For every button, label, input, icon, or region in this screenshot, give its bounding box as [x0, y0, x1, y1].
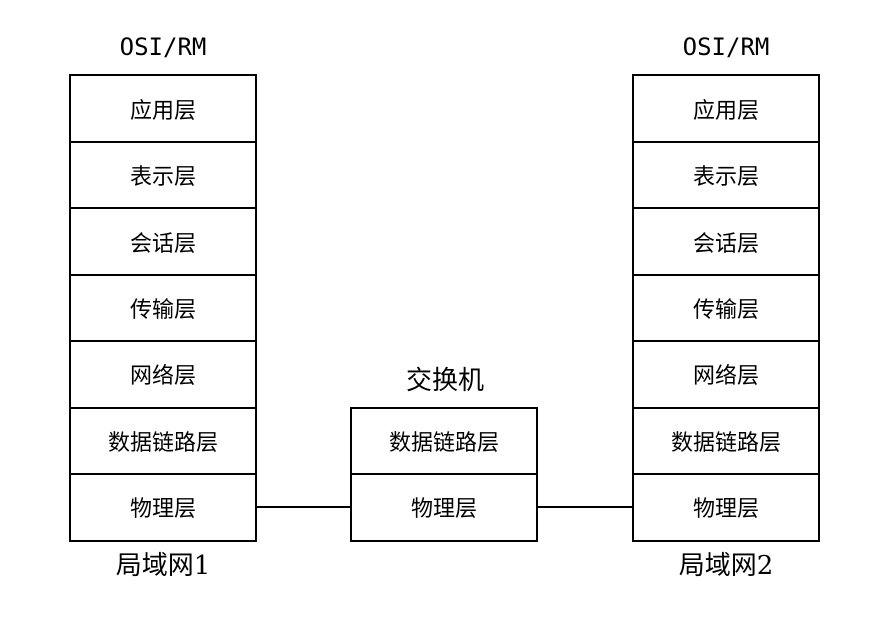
link-switch-to-right	[538, 506, 632, 508]
right-layer-application: 应用层	[692, 98, 759, 124]
left-layer-physical: 物理层	[71, 472, 255, 539]
left-stack-caption: 局域网1	[115, 551, 211, 581]
link-left-to-switch	[257, 506, 350, 508]
left-layer-presentation: 表示层	[71, 141, 255, 207]
right-layer-presentation: 表示层	[634, 141, 818, 207]
right-layer-datalink: 数据链路层	[634, 406, 818, 473]
right-stack-caption: 局域网2	[678, 551, 774, 581]
left-layer-application: 应用层	[129, 98, 196, 124]
right-stack-title: OSI/RM	[682, 33, 770, 61]
left-osi-stack: 应用层 表示层 会话层 传输层 网络层 数据链路层 物理层	[69, 74, 257, 542]
left-layer-session: 会话层	[71, 207, 255, 273]
right-layer-session: 会话层	[634, 207, 818, 273]
right-layer-physical: 物理层	[634, 472, 818, 539]
switch-stack: 数据链路层 物理层	[350, 407, 538, 542]
switch-title: 交换机	[405, 366, 484, 396]
left-layer-network: 网络层	[71, 340, 255, 406]
right-layer-transport: 传输层	[634, 273, 818, 340]
left-layer-datalink: 数据链路层	[71, 406, 255, 473]
left-stack-title: OSI/RM	[119, 33, 207, 61]
right-osi-stack: 应用层 表示层 会话层 传输层 网络层 数据链路层 物理层	[632, 74, 820, 542]
right-layer-network: 网络层	[634, 340, 818, 406]
switch-layer-physical: 物理层	[352, 473, 536, 539]
switch-layer-datalink: 数据链路层	[388, 431, 499, 456]
left-layer-transport: 传输层	[71, 273, 255, 340]
